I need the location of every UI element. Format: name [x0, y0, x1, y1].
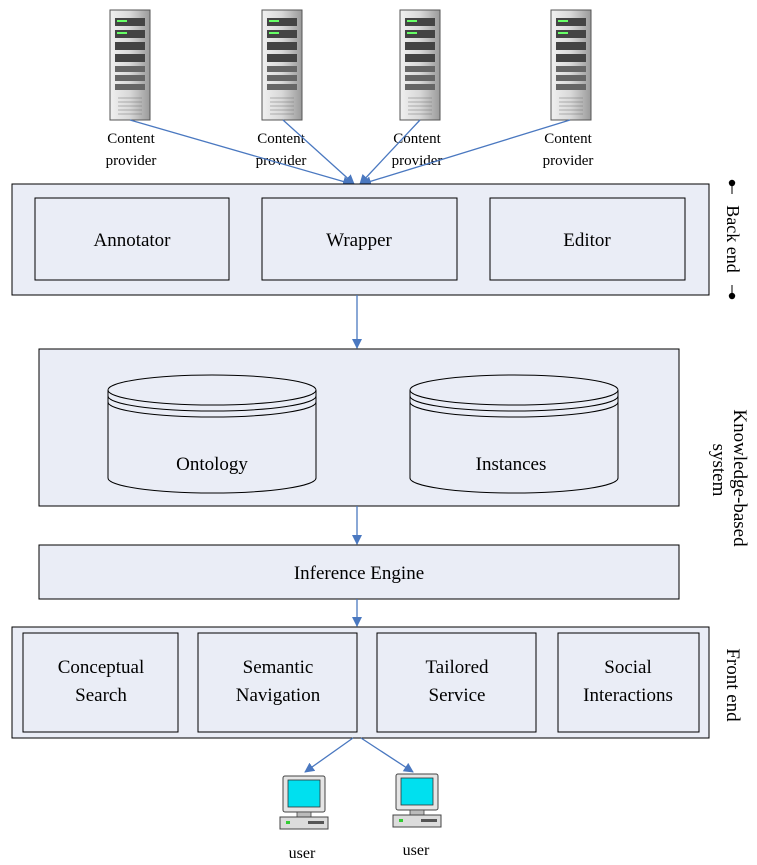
social-interactions-label: Social [604, 657, 652, 678]
user-label: user [289, 845, 316, 862]
content-provider-label: provider [106, 153, 157, 169]
provider-arrow [361, 119, 571, 187]
ontology-label: Ontology [176, 454, 248, 475]
content-provider-label: provider [392, 153, 443, 169]
wrapper-box [261, 197, 458, 281]
server-icon [261, 9, 303, 121]
tailored-service-label: Tailored [425, 657, 489, 678]
inference-engine-box [38, 544, 680, 600]
back-end-label: Back end [723, 205, 743, 272]
semantic-navigation-label: Navigation [236, 685, 321, 706]
social-interactions-box [557, 632, 700, 733]
conceptual-search-label: Conceptual [58, 657, 145, 678]
provider-arrow [359, 119, 421, 185]
back-end-side-label: Back end [723, 179, 743, 300]
semantic-navigation-box [197, 632, 358, 733]
user-label: user [403, 842, 430, 859]
conceptual-search-label: Search [75, 685, 127, 706]
front-end-label: Front end [722, 648, 743, 722]
annotator-label: Annotator [93, 230, 171, 251]
knowledge-side-label: Knowledge-based system [708, 409, 750, 547]
computer-icon [392, 773, 442, 828]
editor-label: Editor [563, 230, 611, 251]
editor-box [489, 197, 686, 281]
content-provider-label: Content [107, 131, 155, 147]
inference-engine-label: Inference Engine [294, 563, 424, 584]
ontology-database-icon [107, 374, 317, 494]
server-icon [399, 9, 441, 121]
social-interactions-label: Interactions [583, 685, 673, 706]
knowledge-label-line1: Knowledge-based [729, 409, 750, 547]
content-provider-label: Content [544, 131, 592, 147]
server-icon [109, 9, 151, 121]
computer-icon [279, 775, 329, 830]
semantic-navigation-label: Semantic [243, 657, 314, 678]
tailored-service-label: Service [429, 685, 486, 706]
user-arrow [360, 737, 414, 773]
conceptual-search-box [22, 632, 179, 733]
user-arrow [304, 737, 354, 773]
knowledge-label-line2: system [708, 444, 729, 497]
content-provider-label: provider [543, 153, 594, 169]
content-provider-label: Content [393, 131, 441, 147]
wrapper-label: Wrapper [326, 230, 392, 251]
instances-database-icon [409, 374, 619, 494]
provider-arrow [129, 119, 353, 187]
content-provider-label: provider [256, 153, 307, 169]
annotator-box [34, 197, 230, 281]
tailored-service-box [376, 632, 537, 733]
instances-label: Instances [476, 454, 547, 475]
server-icon [550, 9, 592, 121]
content-provider-label: Content [257, 131, 305, 147]
provider-arrow [282, 119, 355, 185]
